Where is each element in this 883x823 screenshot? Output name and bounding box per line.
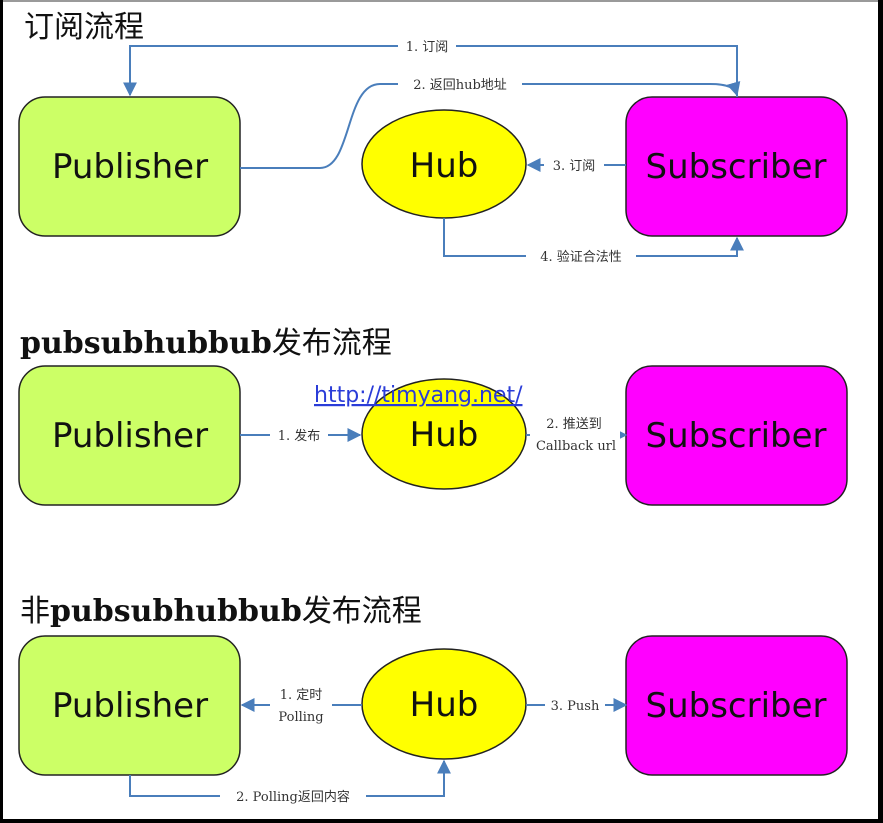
hub-label: Hub xyxy=(410,685,479,725)
edge-label-bg xyxy=(526,247,636,265)
section-subscribe: Publisher Hub Subscriber 1. 订阅 2. 返回hub地… xyxy=(18,37,848,265)
edge-label-bg xyxy=(530,413,620,455)
edge-label-push: 2. 推送到 xyxy=(546,417,602,432)
edge-label-bg xyxy=(270,426,328,444)
frame-right-border xyxy=(878,0,883,823)
edge-label-callback-url: Callback url xyxy=(536,439,616,454)
publisher-label: Publisher xyxy=(52,686,208,726)
edge-label-polling-return: 2. Polling返回内容 xyxy=(236,789,350,805)
edge-return-hub-address xyxy=(240,80,741,169)
edge-label-verify: 4. 验证合法性 xyxy=(540,249,622,265)
subscriber-label: Subscriber xyxy=(645,147,826,187)
edge-label-bg xyxy=(398,75,522,93)
edge-label-push: 3. Push xyxy=(551,699,600,714)
section-title-subscribe: 订阅流程 xyxy=(24,2,144,46)
watermark-url: http://timyang.net/ xyxy=(314,383,523,408)
edge-label-publish: 1. 发布 xyxy=(278,428,321,444)
subscriber-label: Subscriber xyxy=(645,416,826,456)
edge-label-bg xyxy=(220,787,366,805)
publisher-label: Publisher xyxy=(52,147,208,187)
hub-label: Hub xyxy=(410,146,479,186)
section-title-latin: pubsubhubbub xyxy=(50,594,302,629)
edge-label-subscribe: 1. 订阅 xyxy=(406,40,449,55)
edge-label-polling: Polling xyxy=(278,710,323,725)
edge-label-bg xyxy=(398,37,456,55)
section-title-prefix: 非 xyxy=(20,594,50,629)
publisher-node xyxy=(18,96,241,237)
section-title-cjk: 发布流程 xyxy=(301,594,422,629)
frame-top-border xyxy=(3,0,878,2)
edge-label-bg xyxy=(270,684,332,726)
edge-label-return-hub-address: 2. 返回hub地址 xyxy=(413,78,507,93)
hub-label: Hub xyxy=(410,415,479,455)
edge-label-bg xyxy=(544,156,604,174)
subscriber-label: Subscriber xyxy=(645,686,826,726)
section-non-pubsubhubbub-publish: Publisher Hub Subscriber 1. 定时 Polling 2… xyxy=(18,635,848,805)
section-pubsubhubbub-publish: Publisher Hub Subscriber 1. 发布 2. 推送到 Ca… xyxy=(18,365,848,506)
edge-label-bg xyxy=(545,696,605,714)
frame-left-border xyxy=(0,0,3,823)
section-title-latin: pubsubhubbub xyxy=(20,326,272,361)
section-title-cjk: 发布流程 xyxy=(271,326,392,361)
publisher-label: Publisher xyxy=(52,416,208,456)
edge-label-timed: 1. 定时 xyxy=(280,688,323,703)
edge-label-subscribe-hub: 3. 订阅 xyxy=(553,159,596,174)
frame-bottom-border xyxy=(0,819,883,823)
section-title-non-pubsubhubbub-publish: 非pubsubhubbub发布流程 xyxy=(20,586,422,630)
section-title-pubsubhubbub-publish: pubsubhubbub发布流程 xyxy=(20,318,392,362)
section-title-text: 订阅流程 xyxy=(24,10,144,45)
